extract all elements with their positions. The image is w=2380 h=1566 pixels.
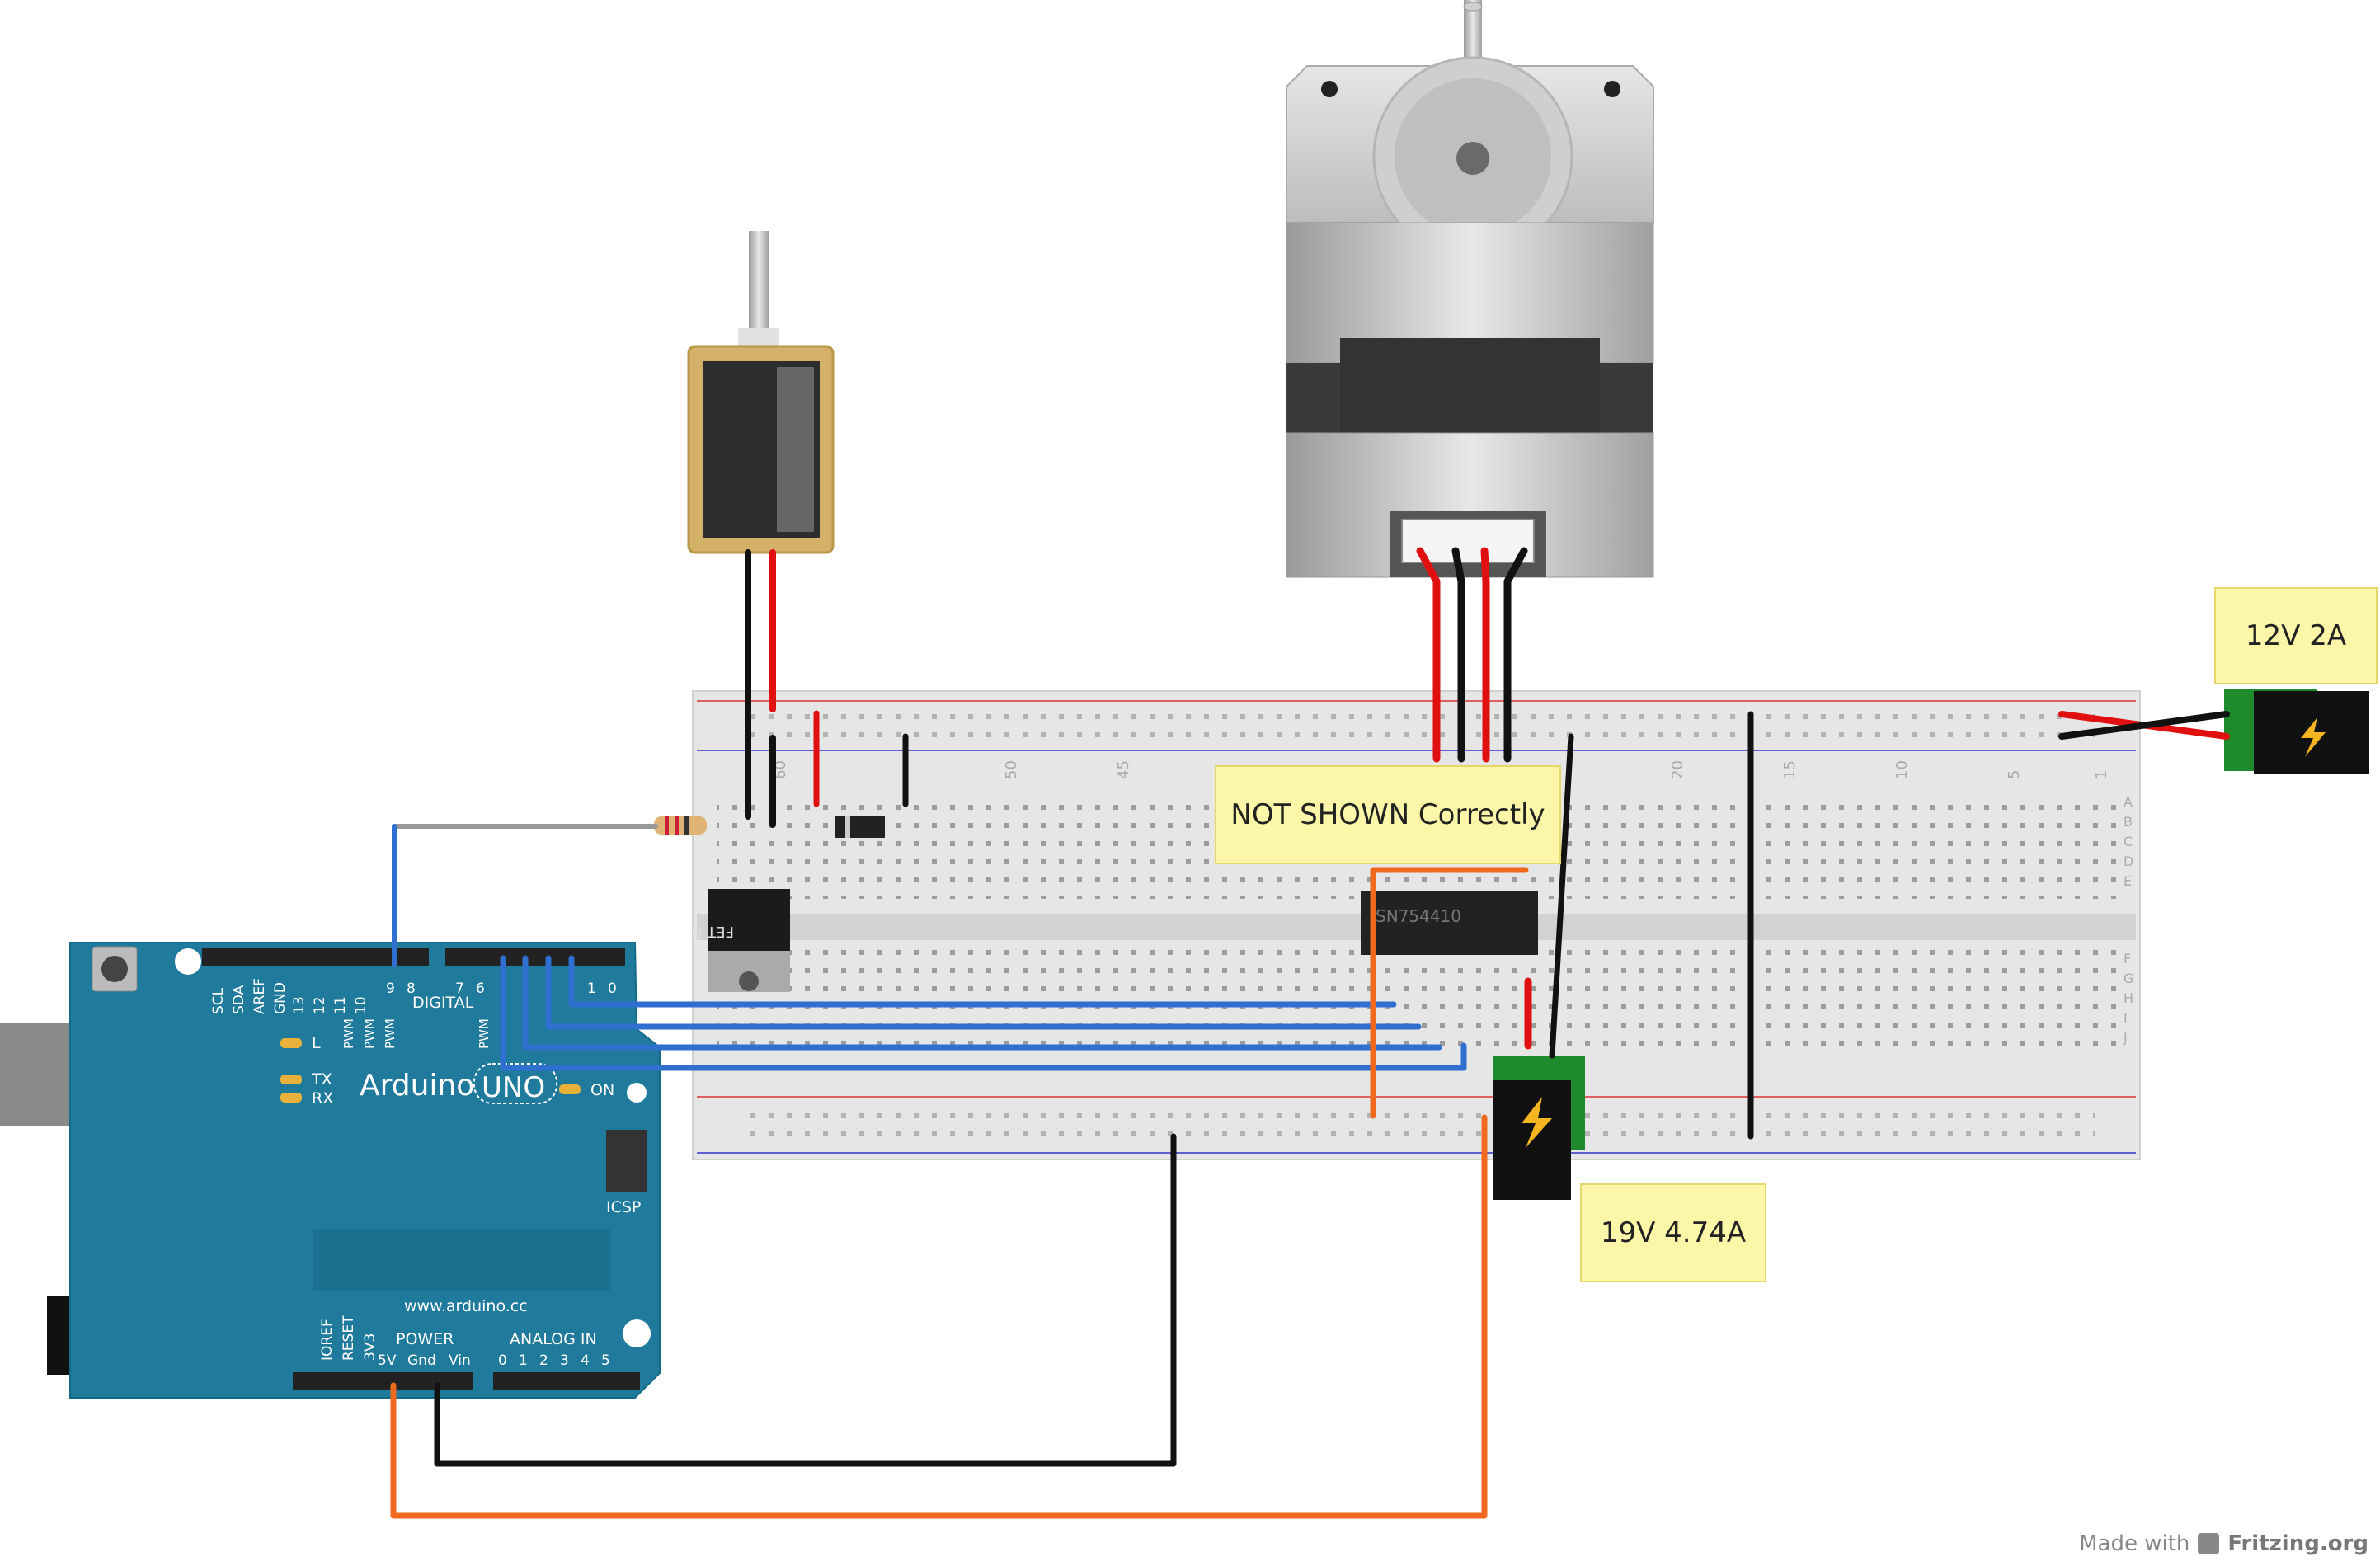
pin-10: 10 (353, 996, 369, 1014)
wire-blue-signal (568, 955, 1397, 1008)
pwm-label: PWM (383, 1018, 397, 1049)
stepper-wire-black (1451, 547, 1465, 763)
icsp-label: ICSP (606, 1198, 641, 1216)
row-letter: C (2124, 834, 2133, 849)
arduino-uno-board (0, 942, 661, 1399)
pin-0: 0 (608, 981, 617, 997)
pin-7: 7 (455, 981, 464, 997)
wire-blue-signal (522, 955, 1442, 1051)
pin-gnd-power: Gnd (407, 1352, 436, 1369)
digital-label: DIGITAL (412, 994, 474, 1012)
breadboard-row-letters: A B C D E F G H I J (2123, 794, 2133, 1046)
resistor (654, 816, 707, 835)
wire-black (1549, 733, 1574, 1059)
pwm-label: PWM (341, 1018, 356, 1049)
col-label: 10 (1893, 760, 1911, 779)
analog-label: ANALOG IN (510, 1330, 597, 1348)
wire-black-12v (2058, 711, 2230, 740)
wire-orange (1370, 867, 1529, 1119)
fritzing-brand: Fritzing.org (2227, 1531, 2368, 1556)
col-label: 15 (1781, 760, 1799, 779)
analog-pin-5: 5 (601, 1352, 610, 1369)
l-label: L (312, 1034, 321, 1052)
wire-orange (390, 1114, 1488, 1519)
col-label: 1 (2093, 770, 2110, 779)
pin-vin: Vin (449, 1352, 471, 1369)
row-letter: B (2124, 814, 2133, 830)
col-label: 20 (1669, 760, 1686, 779)
arduino-labels: Arduino UNO www.arduino.cc DIGITAL POWER… (210, 978, 641, 1369)
on-label: ON (590, 1081, 614, 1099)
pin-5v: 5V (378, 1352, 397, 1369)
row-letter: J (2123, 1030, 2128, 1046)
pin-aref: AREF (252, 978, 268, 1014)
col-label: 45 (1115, 760, 1132, 779)
row-letter: I (2124, 1010, 2128, 1026)
pin-reset: RESET (341, 1315, 357, 1361)
col-label: 50 (1003, 760, 1020, 779)
fritzing-logo-icon (2198, 1533, 2220, 1554)
row-letter: H (2124, 990, 2133, 1006)
diode (835, 816, 885, 838)
analog-pin-1: 1 (519, 1352, 528, 1369)
pin-scl: SCL (210, 987, 227, 1014)
arduino-brand: Arduino (360, 1069, 474, 1103)
footer-credit: Made with Fritzing.org (2079, 1531, 2368, 1556)
analog-pin-0: 0 (498, 1352, 507, 1369)
col-label: 60 (772, 760, 789, 779)
solenoid (687, 231, 835, 554)
wire-black-gnd (434, 1133, 1177, 1467)
stepper-wire-black (1503, 547, 1528, 763)
note-12v-supply: 12V 2A (2214, 587, 2378, 684)
dc-jack-19v (1493, 1056, 1585, 1200)
pin-gnd: GND (272, 982, 289, 1014)
sn754410-ic: SN754410 (1361, 891, 1538, 955)
pin-ioref: IOREF (319, 1319, 336, 1361)
tx-label: TX (311, 1070, 332, 1089)
wires (390, 547, 2230, 1519)
row-letter: E (2124, 873, 2132, 889)
wire-blue-signal (500, 1042, 1467, 1071)
pwm-label: PWM (477, 1018, 492, 1049)
pin-9: 9 (386, 981, 395, 997)
analog-pin-3: 3 (560, 1352, 569, 1369)
arduino-model: UNO (482, 1071, 545, 1104)
pin-3v3: 3V3 (362, 1333, 379, 1361)
pwm-label: PWM (362, 1018, 377, 1049)
pin-11: 11 (332, 996, 349, 1014)
row-letter: D (2124, 854, 2133, 869)
breadboard-column-numbers: 60 50 45 20 15 10 5 1 (772, 760, 2110, 779)
pin-6: 6 (476, 981, 485, 997)
mosfet: FET N (691, 889, 790, 992)
analog-pin-2: 2 (539, 1352, 548, 1369)
row-letter: A (2124, 794, 2133, 810)
row-letter: F (2124, 951, 2131, 966)
stepper-motor (1286, 0, 1654, 578)
pin-13: 13 (291, 996, 308, 1014)
pin-8: 8 (407, 981, 416, 997)
note-19v-supply: 19V 4.74A (1580, 1183, 1766, 1282)
power-label: POWER (396, 1330, 454, 1348)
wire-blue-signal (545, 955, 1422, 1030)
row-letter: G (2124, 971, 2133, 986)
pin-12: 12 (312, 996, 328, 1014)
dc-jack-12v (2224, 689, 2369, 774)
lightning-icon (2301, 717, 2326, 757)
col-label: 5 (2006, 770, 2023, 779)
stepper-wire-red (1416, 547, 1441, 763)
arduino-url: www.arduino.cc (404, 1297, 528, 1315)
fet-label: FET N (691, 923, 734, 940)
ic-label: SN754410 (1376, 906, 1461, 926)
rx-label: RX (312, 1089, 333, 1107)
analog-pin-4: 4 (581, 1352, 590, 1369)
pin-sda: SDA (231, 985, 247, 1014)
note-not-shown-correctly: NOT SHOWN Correctly (1215, 765, 1561, 864)
pin-1: 1 (587, 981, 596, 997)
made-with-text: Made with (2079, 1531, 2190, 1556)
stepper-wire-red (1480, 547, 1490, 763)
lightning-icon (1522, 1097, 1552, 1148)
